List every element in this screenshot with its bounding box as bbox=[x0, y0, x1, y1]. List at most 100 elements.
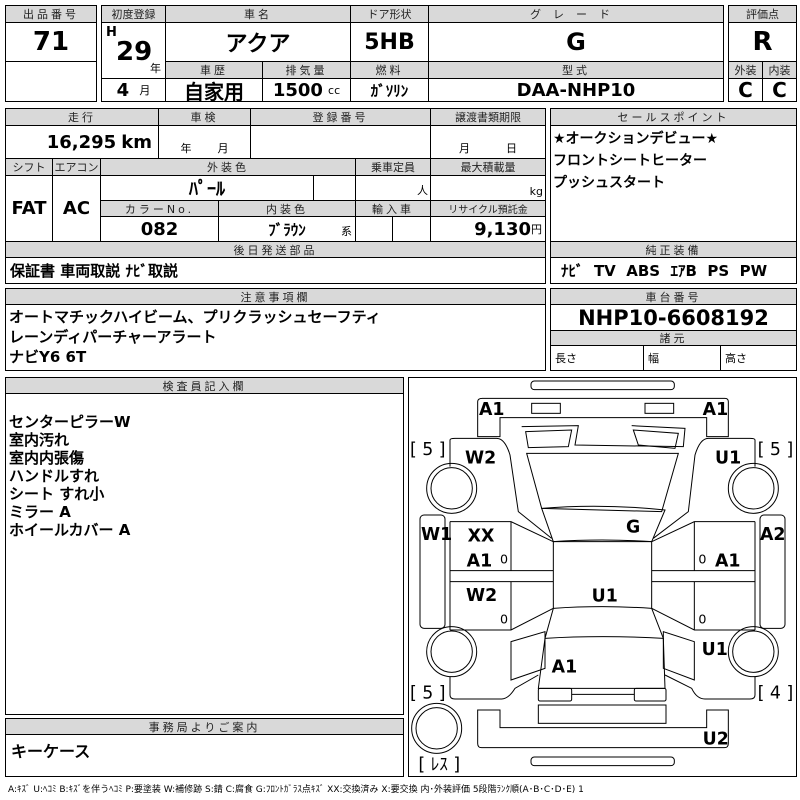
color-no-label: カラーNo. bbox=[100, 200, 219, 217]
first-reg-label: 初度登録 bbox=[101, 5, 166, 23]
year: 29 bbox=[116, 37, 153, 67]
chassis-label: 車台番号 bbox=[550, 288, 797, 305]
recycle-value: 9,130 bbox=[474, 218, 531, 240]
inspector-box bbox=[5, 393, 404, 715]
label-spare: [ ﾚｽ ] bbox=[418, 755, 460, 775]
note-line: オートマチックハイビーム、プリクラッシュセーフティ bbox=[9, 308, 381, 326]
transfer-date: 月日 bbox=[430, 125, 546, 159]
door-type: 5HB bbox=[350, 22, 429, 62]
first-reg-month: 4 月 bbox=[101, 78, 166, 102]
note-line: レーンディパーチャーアラート bbox=[9, 328, 217, 346]
office-label: 事務局よりご案内 bbox=[5, 718, 404, 735]
year-unit: 年 bbox=[150, 62, 161, 75]
import-label: 輸入車 bbox=[355, 200, 431, 217]
reg-no-label: 登録番号 bbox=[250, 108, 431, 126]
lot-blank bbox=[5, 61, 97, 102]
ac: AC bbox=[52, 175, 101, 242]
interior-label: 内装 bbox=[762, 61, 797, 79]
exterior-label: 外装 bbox=[728, 61, 763, 79]
inspector-line: ミラー A bbox=[9, 503, 71, 521]
mileage-label: 走行 bbox=[5, 108, 159, 126]
mileage: 16,295 km bbox=[5, 125, 159, 159]
label-sill-right: A2 bbox=[760, 525, 785, 545]
sales-label: セールスポイント bbox=[550, 108, 797, 126]
label-tire-fl: [ 5 ] bbox=[410, 440, 446, 460]
year-unit: 年 bbox=[180, 142, 192, 155]
inspector-label: 検査員記入欄 bbox=[5, 377, 404, 394]
ext-color-label: 外装色 bbox=[100, 158, 356, 176]
equipment: ﾅﾋﾞ TV ABS ｴｱB PS PW bbox=[550, 257, 797, 284]
label-zero: 0 bbox=[500, 611, 508, 626]
later-parts-label: 後日発送部品 bbox=[5, 241, 546, 258]
inspector-line: ホイールカバー A bbox=[9, 521, 131, 539]
label-zero: 0 bbox=[698, 551, 706, 566]
label-tire-fr: [ 5 ] bbox=[758, 440, 794, 460]
score-label: 評価点 bbox=[728, 5, 797, 23]
sales-line: ★オークションデビュー★ bbox=[553, 131, 719, 147]
model-code: DAA-NHP10 bbox=[428, 78, 724, 102]
color-no: 082 bbox=[100, 216, 219, 242]
inspection-label: 車検 bbox=[158, 108, 251, 126]
width: 幅 bbox=[643, 345, 721, 371]
max-load: kg bbox=[430, 175, 546, 201]
legend: A:ｷｽﾞ U:ﾍｺﾐ B:ｷｽﾞを伴うﾍｺﾐ P:要塗装 W:補修跡 S:錆 … bbox=[8, 785, 584, 795]
label-sill-left: W1 bbox=[421, 525, 452, 545]
int-color-value: ﾌﾞﾗｳﾝ bbox=[268, 220, 306, 239]
label-tire-rl: [ 5 ] bbox=[410, 683, 446, 703]
int-color: ﾌﾞﾗｳﾝ 系 bbox=[218, 216, 356, 242]
label-zero: 0 bbox=[500, 551, 508, 566]
chassis-number: NHP10-6608192 bbox=[550, 304, 797, 331]
exterior-grade: C bbox=[728, 78, 763, 102]
sales-points: ★オークションデビュー★ フロントシートヒータープッシュスタート bbox=[553, 128, 718, 194]
inspector-line: 室内汚れ bbox=[9, 431, 70, 449]
lot-label: 出品番号 bbox=[5, 5, 97, 23]
notes-label: 注意事項欄 bbox=[5, 288, 546, 305]
inspection-date: 年月 bbox=[158, 125, 251, 159]
recycle-unit: 円 bbox=[531, 223, 542, 236]
notes-box bbox=[5, 304, 546, 371]
history-label: 車歴 bbox=[165, 61, 263, 79]
int-color-label: 内装色 bbox=[218, 200, 356, 217]
score: R bbox=[728, 22, 797, 62]
spec-label: 諸元 bbox=[550, 330, 797, 346]
label-front-left: A1 bbox=[479, 400, 504, 420]
month-unit: 月 bbox=[217, 142, 229, 155]
transfer-label: 譲渡書類期限 bbox=[430, 108, 546, 126]
inspector-line: シート すれ小 bbox=[9, 485, 105, 503]
note-line: ナビY6 6T bbox=[9, 348, 87, 366]
label-tire-rr: [ 4 ] bbox=[758, 683, 794, 703]
label-fender-fl: W2 bbox=[465, 448, 496, 468]
history: 自家用 bbox=[165, 78, 263, 102]
length: 長さ bbox=[550, 345, 644, 371]
car-outline bbox=[411, 380, 786, 767]
notes: オートマチックハイビーム、プリクラッシュセーフティレーンディパーチャーアラートナ… bbox=[9, 307, 381, 367]
ext-color: ﾊﾟｰﾙ bbox=[100, 175, 314, 201]
car-diagram-frame bbox=[408, 377, 797, 777]
label-door-fl-1: XX bbox=[468, 527, 495, 547]
inspector-line: ハンドルすれ bbox=[9, 467, 100, 485]
ac-label: エアコン bbox=[52, 158, 101, 176]
later-parts: 保証書 車両取説 ﾅﾋﾞ取説 bbox=[5, 257, 546, 284]
reg-no bbox=[250, 125, 431, 159]
displacement-label: 排気量 bbox=[262, 61, 351, 79]
lot-number: 71 bbox=[5, 22, 97, 62]
shift: FAT bbox=[5, 175, 53, 242]
inspector-line: センターピラーW bbox=[9, 413, 131, 431]
sales-line: フロントシートヒーター bbox=[553, 153, 707, 169]
equipment-label: 純正装備 bbox=[550, 241, 797, 258]
car-name: アクア bbox=[165, 22, 351, 62]
era: H bbox=[106, 25, 117, 40]
import-cell-2 bbox=[392, 216, 431, 242]
capacity-label: 乗車定員 bbox=[355, 158, 431, 176]
capacity: 人 bbox=[355, 175, 431, 201]
sales-line: プッシュスタート bbox=[553, 175, 665, 191]
int-color-suffix: 系 bbox=[341, 225, 352, 238]
model-label: 型式 bbox=[428, 61, 724, 79]
inspector-line: 室内内張傷 bbox=[9, 449, 85, 467]
label-zero: 0 bbox=[698, 611, 706, 626]
mileage-value: 16,295 bbox=[46, 131, 117, 153]
month: 4 bbox=[116, 79, 130, 101]
interior-grade: C bbox=[762, 78, 797, 102]
